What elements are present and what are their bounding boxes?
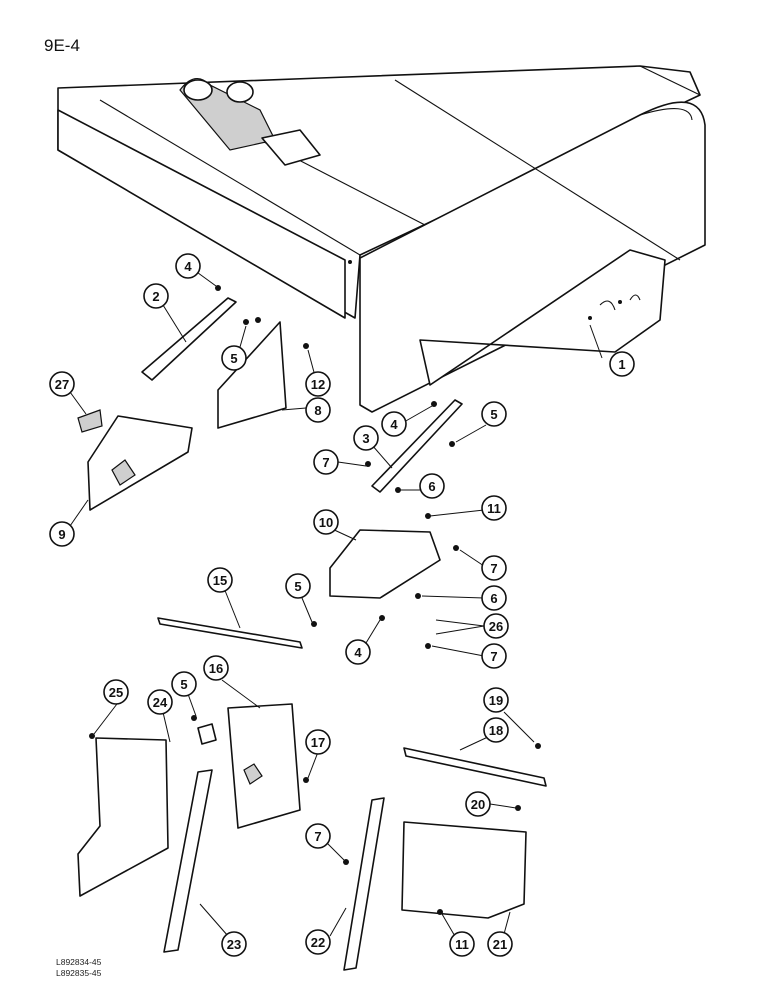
svg-text:23: 23 xyxy=(227,937,241,952)
part-8-plate xyxy=(217,321,287,429)
part-16-panel xyxy=(227,703,301,829)
callout-5: 5 xyxy=(285,573,311,599)
callout-15: 15 xyxy=(207,567,233,593)
part-21-panel xyxy=(401,821,527,919)
figure-ref-2: L892835-45 xyxy=(56,968,102,978)
callout-7: 7 xyxy=(305,823,331,849)
part-15-strip xyxy=(157,617,303,649)
svg-text:2: 2 xyxy=(152,289,159,304)
part-3-angle xyxy=(371,399,463,493)
svg-text:24: 24 xyxy=(153,695,168,710)
callout-7: 7 xyxy=(313,449,339,475)
svg-text:6: 6 xyxy=(428,479,435,494)
svg-text:7: 7 xyxy=(314,829,321,844)
svg-text:18: 18 xyxy=(489,723,503,738)
svg-text:26: 26 xyxy=(489,619,503,634)
svg-text:20: 20 xyxy=(471,797,485,812)
callout-17: 17 xyxy=(305,729,331,755)
svg-text:5: 5 xyxy=(230,351,237,366)
svg-text:5: 5 xyxy=(490,407,497,422)
callout-27: 27 xyxy=(49,371,75,397)
part-22-strip xyxy=(343,797,385,971)
callout-25: 25 xyxy=(103,679,129,705)
part-16-cutout xyxy=(243,763,263,785)
callout-10: 10 xyxy=(313,509,339,535)
svg-text:6: 6 xyxy=(490,591,497,606)
svg-text:4: 4 xyxy=(354,645,362,660)
callout-6: 6 xyxy=(481,585,507,611)
svg-text:8: 8 xyxy=(314,403,321,418)
header-assembly xyxy=(57,65,706,413)
callout-23: 23 xyxy=(221,931,247,957)
callout-20: 20 xyxy=(465,791,491,817)
part-24-panel xyxy=(77,737,169,897)
page-title: 9E-4 xyxy=(44,36,80,55)
part-2-angle xyxy=(141,297,237,381)
callout-24: 24 xyxy=(147,689,173,715)
svg-text:5: 5 xyxy=(294,579,301,594)
svg-text:10: 10 xyxy=(319,515,333,530)
callout-5: 5 xyxy=(221,345,247,371)
svg-text:1: 1 xyxy=(618,357,625,372)
part-small-plate xyxy=(197,723,217,745)
callout-3: 3 xyxy=(353,425,379,451)
svg-text:25: 25 xyxy=(109,685,123,700)
figure-ref-1: L892834-45 xyxy=(56,957,102,967)
callout-11: 11 xyxy=(449,931,475,957)
callout-2: 2 xyxy=(143,283,169,309)
callout-8: 8 xyxy=(305,397,331,423)
svg-text:12: 12 xyxy=(311,377,325,392)
callout-18: 18 xyxy=(483,717,509,743)
svg-text:21: 21 xyxy=(493,937,507,952)
callout-9: 9 xyxy=(49,521,75,547)
svg-text:22: 22 xyxy=(311,935,325,950)
callout-19: 19 xyxy=(483,687,509,713)
hardware xyxy=(89,285,541,915)
svg-text:3: 3 xyxy=(362,431,369,446)
part-23-strip xyxy=(163,769,213,953)
callout-12: 12 xyxy=(305,371,331,397)
svg-text:11: 11 xyxy=(487,501,501,516)
callout-1: 1 xyxy=(609,351,635,377)
svg-text:7: 7 xyxy=(490,649,497,664)
svg-text:11: 11 xyxy=(455,937,469,952)
callout-26: 26 xyxy=(483,613,509,639)
callout-7: 7 xyxy=(481,555,507,581)
callout-5: 5 xyxy=(171,671,197,697)
svg-text:19: 19 xyxy=(489,693,503,708)
part-27-bracket xyxy=(77,409,103,433)
svg-text:7: 7 xyxy=(490,561,497,576)
part-10-plate xyxy=(329,529,441,599)
svg-text:4: 4 xyxy=(184,259,192,274)
svg-text:15: 15 xyxy=(213,573,227,588)
svg-text:16: 16 xyxy=(209,661,223,676)
callout-22: 22 xyxy=(305,929,331,955)
svg-text:4: 4 xyxy=(390,417,398,432)
callout-21: 21 xyxy=(487,931,513,957)
svg-text:17: 17 xyxy=(311,735,325,750)
callout-7: 7 xyxy=(481,643,507,669)
callout-6: 6 xyxy=(419,473,445,499)
svg-text:9: 9 xyxy=(58,527,65,542)
callout-4: 4 xyxy=(381,411,407,437)
svg-text:27: 27 xyxy=(55,377,69,392)
svg-text:5: 5 xyxy=(180,677,187,692)
callout-5: 5 xyxy=(481,401,507,427)
part-9-cutout xyxy=(111,459,136,486)
callout-4: 4 xyxy=(345,639,371,665)
svg-text:7: 7 xyxy=(322,455,329,470)
part-9-plate xyxy=(87,415,193,511)
callout-11: 11 xyxy=(481,495,507,521)
callout-4: 4 xyxy=(175,253,201,279)
part-18-strip xyxy=(403,747,547,787)
callout-16: 16 xyxy=(203,655,229,681)
